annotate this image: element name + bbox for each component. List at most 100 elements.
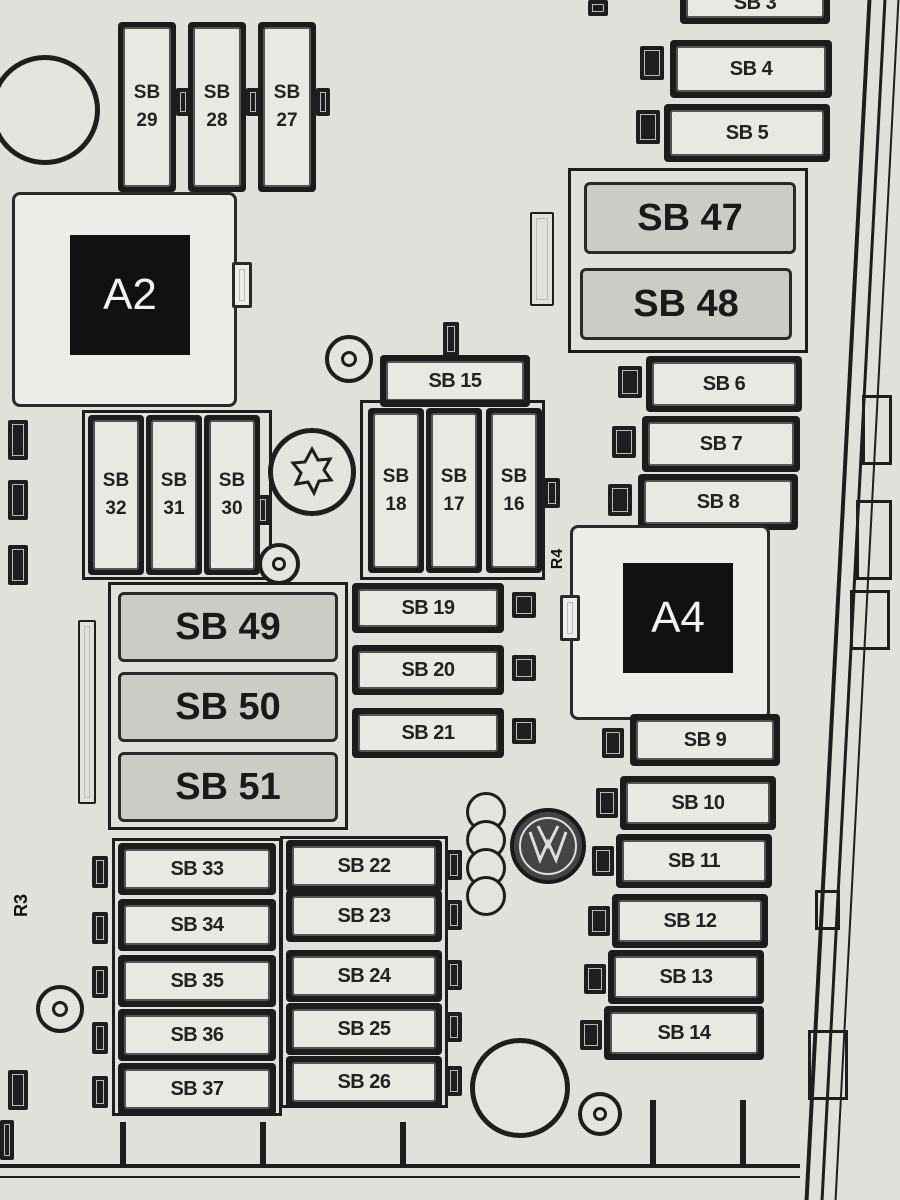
- fuse-sb-33: SB 33: [118, 843, 276, 895]
- contact-tab: [316, 88, 330, 116]
- fuse-number: 32: [105, 498, 127, 519]
- contact-tab: [544, 478, 560, 508]
- contact-tab: [618, 366, 642, 398]
- contact-tab: [588, 906, 610, 936]
- contact-tab: [446, 960, 462, 990]
- contact-tab: [92, 912, 108, 944]
- frame-line-bottom: [0, 1164, 800, 1168]
- contact-tab: [92, 1076, 108, 1108]
- label-r4: R4: [549, 548, 567, 570]
- fuse-sb-22: SB 22: [286, 840, 442, 892]
- fuse-number: 31: [163, 498, 185, 519]
- fuse-number: 29: [136, 110, 158, 131]
- fuse-label: SB: [203, 82, 231, 103]
- fuse-sb-35: SB 35: [118, 955, 276, 1007]
- edge-connector: [856, 500, 892, 580]
- fuse-sb-27: SB 27: [258, 22, 316, 192]
- fuse-label: SB: [160, 470, 188, 491]
- edge-connector: [862, 395, 892, 465]
- fuse-label: SB 5: [670, 110, 824, 156]
- contact-tab: [92, 1022, 108, 1054]
- fuse-number: 30: [221, 498, 243, 519]
- fuse-label: SB 12: [618, 900, 762, 942]
- screw-icon: [578, 1092, 622, 1136]
- contact-tab: [8, 420, 28, 460]
- fuse-label: SB 20: [358, 651, 498, 689]
- fuse-sb-24: SB 24: [286, 950, 442, 1002]
- contact-tab: [256, 495, 270, 525]
- fuse-label: SB 19: [358, 589, 498, 627]
- fuse-holder-large-left: [108, 582, 348, 830]
- fuse-sb-13: SB 13: [608, 950, 764, 1004]
- bottom-peg: [120, 1122, 126, 1166]
- contact-tab: [580, 1020, 602, 1050]
- contact-tab: [246, 88, 260, 116]
- fuse-label: SB 7: [648, 422, 794, 466]
- fuse-sb-9: SB 9: [630, 714, 780, 766]
- bottom-peg: [740, 1100, 746, 1166]
- fuse-number: 17: [443, 493, 465, 515]
- fuse-label: SB 9: [636, 720, 774, 760]
- fuse-sb-11: SB 11: [616, 834, 772, 888]
- fuse-sb-4: SB 4: [670, 40, 832, 98]
- relay-a4-label: A4: [623, 563, 733, 673]
- frame-line-bottom-2: [0, 1176, 800, 1178]
- fuse-sb-51: SB 51: [118, 752, 338, 822]
- fuse-label: SB: [218, 470, 246, 491]
- star-screw-icon: [268, 428, 356, 516]
- fuse-label: SB 11: [622, 840, 766, 882]
- fuse-label: SB 10: [626, 782, 770, 824]
- fuse-sb-6: SB 6: [646, 356, 802, 412]
- fuse-sb-8: SB 8: [638, 474, 798, 530]
- fuse-label: SB: [440, 465, 468, 487]
- contact-tab: [636, 110, 660, 144]
- edge-connector: [850, 590, 890, 650]
- fuse-sb-37: SB 37: [118, 1063, 276, 1115]
- fuse-label: SB 26: [292, 1062, 436, 1102]
- fuse-sb-14: SB 14: [604, 1006, 764, 1060]
- contact-tab: [596, 788, 618, 818]
- fuse-sb-30: SB 30: [204, 415, 260, 575]
- chain-ring: [466, 876, 506, 916]
- fuse-label: SB: [273, 82, 301, 103]
- fuse-sb-49: SB 49: [118, 592, 338, 662]
- contact-tab: [446, 900, 462, 930]
- fuse-label: SB 13: [614, 956, 758, 998]
- relay-a4-notch: [560, 595, 580, 641]
- fuse-label: SB 36: [124, 1015, 270, 1055]
- fuse-sb-34: SB 34: [118, 899, 276, 951]
- fuse-number: 27: [276, 110, 298, 131]
- label-r3: R3: [11, 893, 32, 918]
- contact-tab: [512, 592, 536, 618]
- fuse-label: SB: [382, 465, 410, 487]
- contact-tab: [78, 620, 96, 804]
- fuse-sb-5: SB 5: [664, 104, 830, 162]
- fuse-number: 16: [503, 493, 525, 515]
- edge-connector: [815, 890, 840, 930]
- screw-icon: [325, 335, 373, 383]
- fuse-label: SB 6: [652, 362, 796, 406]
- contact-tab: [92, 856, 108, 888]
- contact-tab: [8, 480, 28, 520]
- fuse-label: SB 37: [124, 1069, 270, 1109]
- fuse-sb-32: SB 32: [88, 415, 144, 575]
- fuse-label: SB 21: [358, 714, 498, 752]
- fuse-number: 18: [385, 493, 407, 515]
- fuse-label: SB: [102, 470, 130, 491]
- fuse-sb-23: SB 23: [286, 890, 442, 942]
- fuse-sb-36: SB 36: [118, 1009, 276, 1061]
- relay-a2-label: A2: [70, 235, 190, 355]
- fuse-label: SB 23: [292, 896, 436, 936]
- fuse-label: SB 25: [292, 1009, 436, 1049]
- fuse-label: SB 15: [386, 361, 524, 401]
- contact-tab: [588, 0, 608, 16]
- fuse-label: SB 35: [124, 961, 270, 1001]
- fuse-holder-large-right: [568, 168, 808, 353]
- fuse-label: SB 22: [292, 846, 436, 886]
- contact-tab: [0, 1120, 14, 1160]
- vw-logo-icon: [510, 808, 586, 884]
- relay-a2-notch: [232, 262, 252, 308]
